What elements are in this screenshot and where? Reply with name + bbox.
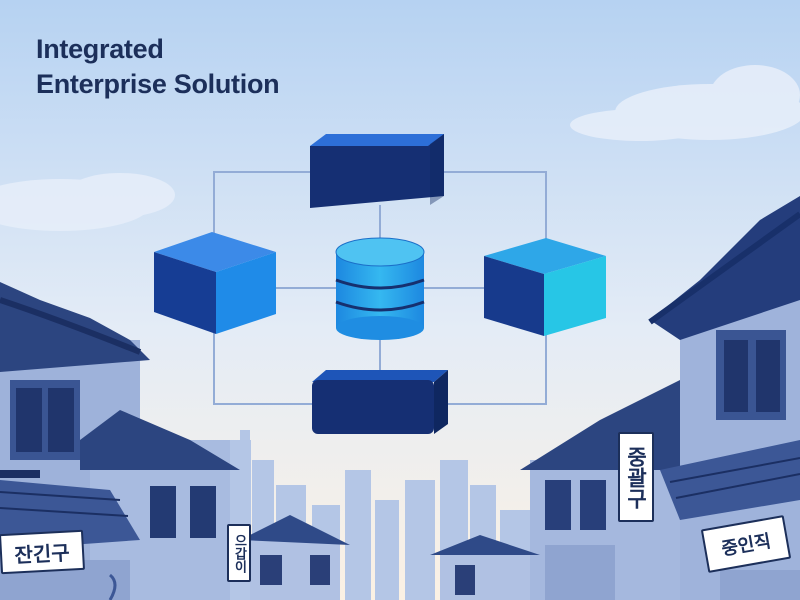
- left-vertical-sign: 으갑이: [227, 524, 251, 582]
- title-line-2: Enterprise Solution: [36, 69, 280, 99]
- clouds: [0, 65, 800, 231]
- title-line-1: Integrated: [36, 34, 164, 64]
- database-cylinder-node: [335, 237, 425, 340]
- right-vertical-sign: 중괄구: [618, 432, 654, 522]
- left-buildings: [0, 282, 350, 600]
- top-box-node: [310, 134, 444, 208]
- page-title: Integrated Enterprise Solution: [36, 32, 280, 102]
- right-cube-node: [484, 238, 606, 336]
- bottom-box-node: [312, 370, 448, 434]
- left-horizontal-sign: 잔긴구: [0, 529, 85, 575]
- left-cube-node: [154, 232, 276, 334]
